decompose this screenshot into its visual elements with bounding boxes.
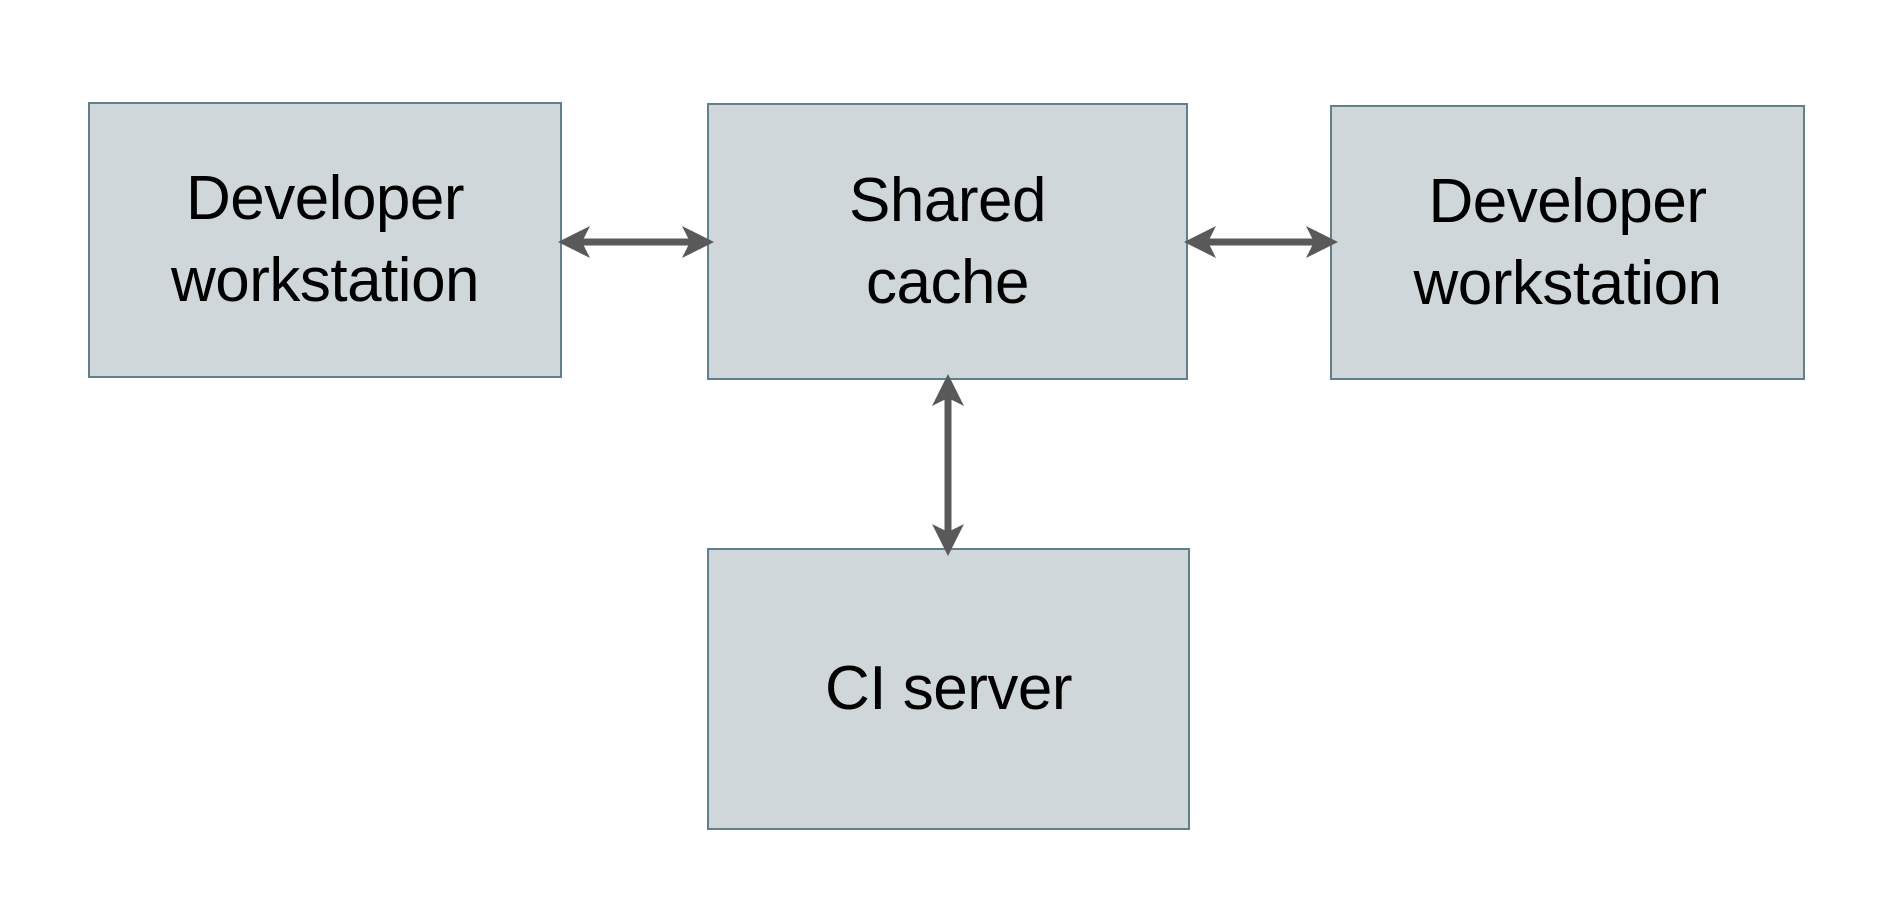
node-developer-workstation-left[interactable]: Developer workstation <box>88 102 562 378</box>
node-label: Developer workstation <box>1413 166 1722 318</box>
double-arrow-vertical-icon <box>932 374 964 556</box>
edge-shared-cache-to-ci-server <box>912 372 984 558</box>
node-label: CI server <box>825 654 1072 724</box>
edge-shared-cache-to-developer-workstation-right <box>1182 206 1340 278</box>
double-arrow-horizontal-icon <box>558 226 714 258</box>
node-label: Shared cache <box>849 165 1046 317</box>
edge-developer-workstation-left-to-shared-cache <box>556 206 716 278</box>
double-arrow-horizontal-icon <box>1184 226 1338 258</box>
node-label: Developer workstation <box>170 164 480 315</box>
node-developer-workstation-right[interactable]: Developer workstation <box>1330 105 1805 380</box>
node-shared-cache[interactable]: Shared cache <box>707 103 1188 380</box>
node-ci-server[interactable]: CI server <box>707 548 1190 830</box>
